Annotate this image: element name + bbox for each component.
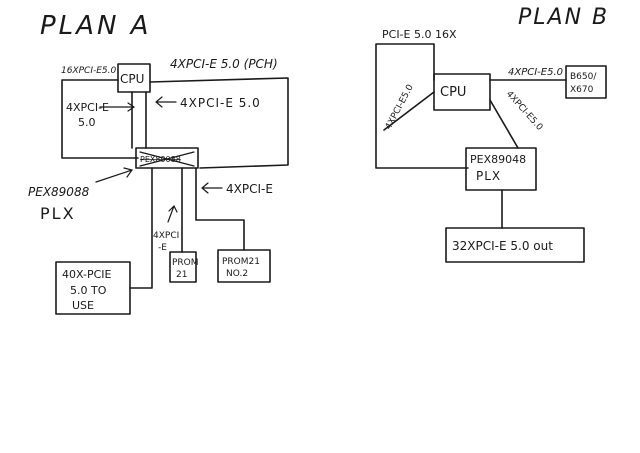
switch-chip-label: PEX89088 [140, 155, 181, 164]
plan-a-title: PLAN A [40, 11, 151, 41]
inner-link-label-2: 5.0 [78, 116, 96, 129]
switch-chip-box [135, 147, 199, 169]
chipset-label-2: X670 [570, 85, 594, 95]
cpu-right-arrow-label: 4XPCI-E 5.0 [180, 96, 261, 110]
chipset-label-1: B650/ [570, 72, 597, 82]
switch-left-label-1: PEX89088 [28, 185, 90, 199]
slot-box-label-1: 40X-PCIE [62, 268, 112, 281]
chipset-box [565, 65, 607, 99]
pch-link-loop [149, 77, 289, 169]
cpu-right-arrow [155, 96, 177, 108]
plx-label-1: PEX89048 [470, 153, 526, 166]
plan-a-cpu-box [117, 63, 151, 93]
inner-link-loop [61, 79, 139, 159]
prom2-label-1: PROM21 [222, 257, 260, 267]
plan-b-right-top-label: 4XPCI-E5.0 [508, 67, 563, 78]
plan-b-loop [375, 43, 469, 169]
output-label: 32XPCI-E 5.0 out [452, 239, 553, 253]
prom2-box [217, 249, 271, 283]
vertical-link-label-1: 4XPCI [153, 231, 179, 241]
prom1-box [169, 251, 197, 283]
prom2-label-2: NO.2 [226, 269, 248, 279]
slot-box [55, 261, 131, 315]
plx-label-2: PLX [476, 169, 501, 183]
cpu-top-right-label: 4XPCI-E 5.0 (PCH) [170, 57, 278, 71]
switch-right-arrow-label: 4XPCI-E [226, 182, 273, 196]
plx-box [465, 147, 537, 191]
cpu-left-label: 16XPCI-E5.0 [61, 66, 117, 76]
switch-to-prom2-line [195, 167, 245, 251]
plan-b: PLAN B PCI-E 5.0 16X CPU 4XPCI-E5.0 4XPC… [375, 5, 609, 263]
plan-b-left-diag-label: 4XPCI-E5.0 [384, 83, 416, 132]
slot-box-label-3: USE [72, 299, 94, 312]
slot-box-label-2: 5.0 TO [70, 284, 107, 297]
prom1-label-1: PROM [172, 258, 199, 268]
plan-b-left-diag [383, 91, 435, 131]
plan-a-cpu-label: CPU [120, 72, 144, 86]
inner-link-label-1: 4XPCI-E [66, 101, 109, 114]
plan-b-right-diag [489, 99, 519, 149]
plan-b-right-diag-label: 4XPCI-E5.0 [504, 89, 545, 133]
vertical-link-label-2: -E [158, 243, 167, 253]
prom1-label-2: 21 [176, 270, 187, 280]
switch-chip-scribble [139, 151, 195, 167]
switch-right-arrow [201, 182, 223, 194]
plan-a: PLAN A CPU 16XPCI-E5.0 4XPCI-E 5.0 (PCH)… [28, 11, 289, 315]
switch-left-arrow [95, 167, 134, 183]
switch-to-slot-line [129, 167, 153, 289]
output-box [445, 227, 585, 263]
plan-b-top-label: PCI-E 5.0 16X [382, 28, 457, 41]
vertical-link-arrow [167, 204, 178, 223]
switch-left-label-2: PLX [40, 204, 76, 223]
inner-link-arrow [99, 102, 136, 112]
plan-b-title: PLAN B [518, 5, 609, 30]
plan-b-cpu-label: CPU [440, 85, 466, 100]
